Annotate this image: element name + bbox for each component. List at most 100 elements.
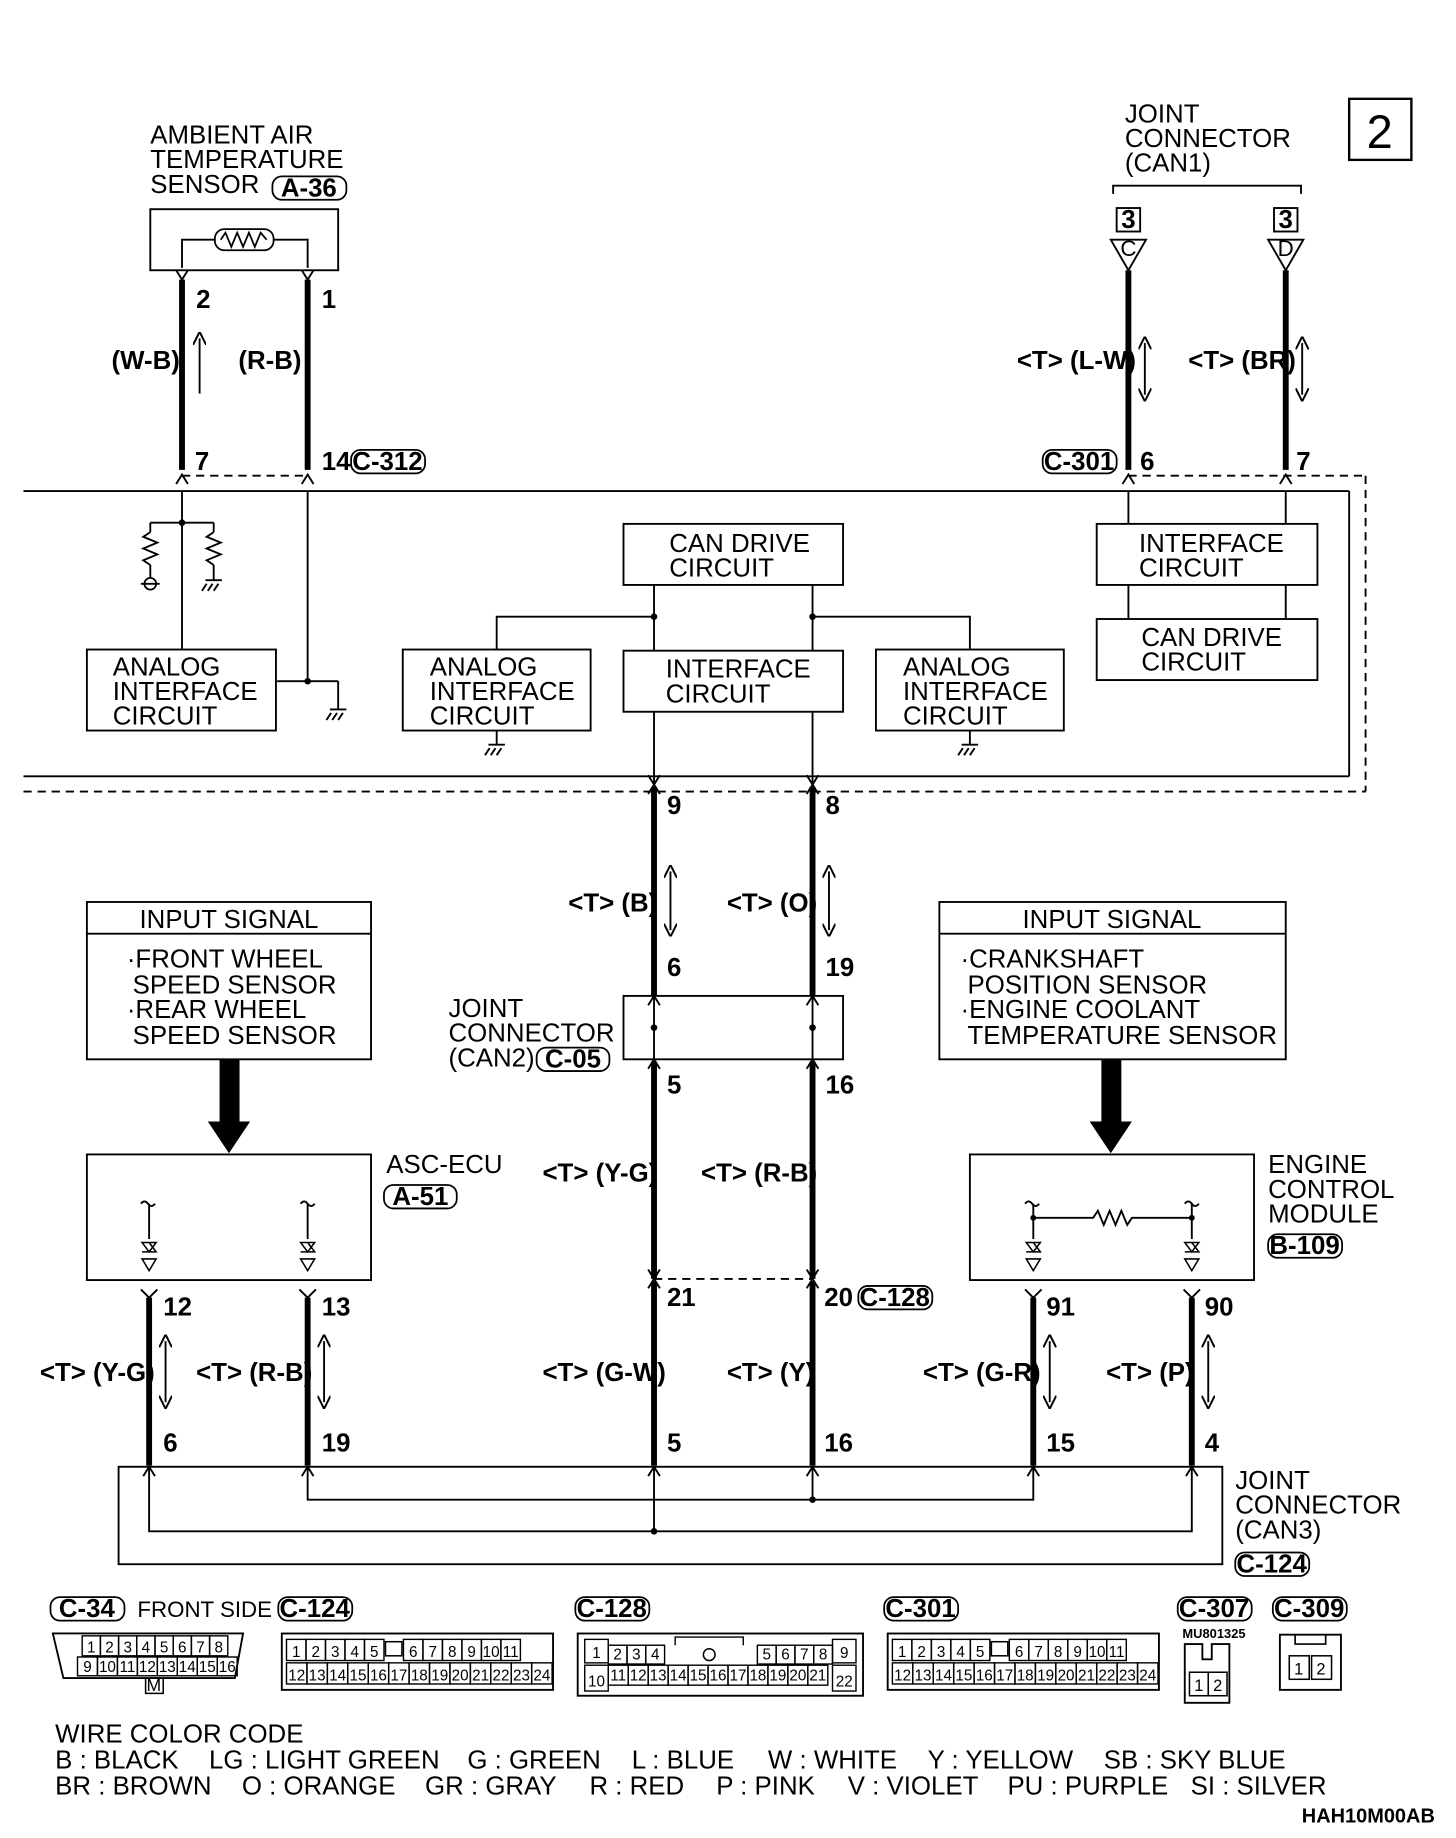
pin-number: 19 [431, 1667, 448, 1684]
pin-cell [1106, 1638, 1127, 1662]
pin-9: 9 [667, 792, 681, 820]
can3-label-line1: JOINT [1235, 1467, 1310, 1495]
pin-number: 13 [159, 1659, 176, 1676]
pin-number: 12 [894, 1667, 911, 1684]
termination-resistor-icon [1024, 1200, 1201, 1273]
wire-color-label: <T> (P) [1106, 1359, 1194, 1387]
pin-number: 13 [650, 1667, 667, 1684]
can3-label-line3: (CAN3) [1235, 1516, 1321, 1544]
analog-interface-circuit-mid-right [875, 648, 1065, 732]
pin-number: 2 [1316, 1661, 1325, 1679]
joint-connector-can1: JOINT CONNECTOR (CAN1) 3 C 3 D [1109, 100, 1305, 273]
pin-number: 1 [898, 1644, 906, 1661]
legend-entry: PU : PURPLE [1007, 1772, 1168, 1800]
pullup-resistor-icon [140, 522, 160, 591]
wire-color-label: <T> (Y-G) [40, 1359, 155, 1387]
pin-number: 16 [976, 1667, 993, 1684]
pin-number: 6 [409, 1644, 417, 1661]
pin-number: 4 [651, 1646, 660, 1663]
pin-number: 7 [428, 1644, 436, 1661]
pin-number: 18 [411, 1667, 428, 1684]
can-transceiver-icon [299, 1200, 317, 1273]
can1-label-line3: (CAN1) [1125, 150, 1211, 178]
pin-number: 1 [87, 1639, 95, 1656]
pin-cell [216, 1656, 238, 1677]
pin-number: 8 [1054, 1644, 1062, 1661]
pin-number: 10 [1089, 1644, 1106, 1661]
pin-number: 2 [1213, 1677, 1222, 1695]
input-signal-right: INPUT SIGNAL ·CRANKSHAFT POSITION SENSOR… [938, 901, 1287, 1061]
input-signal-item: SPEED SENSOR [133, 1022, 337, 1050]
box-text: CIRCUIT [669, 555, 774, 583]
pin-number: 17 [996, 1667, 1013, 1684]
ground-icon [484, 730, 505, 756]
pin-8: 8 [825, 792, 839, 820]
box-text: CAN DRIVE [669, 530, 810, 558]
can3-label-line2: CONNECTOR [1235, 1492, 1401, 1520]
wire-color-label: <T> (BR) [1188, 347, 1296, 375]
marker-number: 3 [1279, 206, 1293, 234]
sensor-label-line2: TEMPERATURE [150, 146, 343, 174]
connector-id-b109: B-109 [1269, 1232, 1339, 1260]
pin-cell [969, 1638, 991, 1662]
pin-1: 1 [322, 286, 336, 314]
pin-number: 3 [632, 1646, 640, 1663]
box-text: CIRCUIT [113, 703, 218, 731]
interface-circuit-center [622, 649, 845, 713]
wire-color-label: <T> (G-W) [542, 1359, 665, 1387]
pin-number: 1 [1194, 1677, 1203, 1695]
box-text: INTERFACE [430, 678, 575, 706]
pin-cell [831, 1638, 857, 1664]
pin-12: 12 [163, 1293, 192, 1321]
pin-number: 22 [1098, 1667, 1115, 1684]
signal-flow-arrow-icon [1089, 1059, 1132, 1154]
connector-view-label: C-301 [885, 1595, 955, 1623]
can-transceiver-icon [140, 1200, 158, 1273]
pin-6: 6 [163, 1429, 177, 1457]
pin-91: 91 [1046, 1293, 1075, 1321]
legend-entry: LG : LIGHT GREEN [209, 1747, 440, 1775]
input-signal-item: ·REAR WHEEL [127, 996, 306, 1024]
pin-number: 14 [329, 1667, 346, 1684]
pin-number: 16 [710, 1667, 727, 1684]
pin-number: 9 [840, 1645, 848, 1662]
connector-key: M [146, 1675, 161, 1695]
signal-flow-arrow-icon [207, 1059, 251, 1154]
pin-number: 15 [955, 1667, 972, 1684]
connector-view-label: C-124 [280, 1595, 351, 1623]
pin-number: 8 [448, 1644, 456, 1661]
pin-20: 20 [824, 1284, 853, 1312]
pin-4: 4 [1205, 1429, 1220, 1457]
connector-tag-c312 [350, 449, 426, 475]
input-signal-item: TEMPERATURE SENSOR [968, 1022, 1277, 1050]
pin-number: 19 [769, 1667, 786, 1684]
joint-connector-can2: JOINT CONNECTOR (CAN2) C-05 [449, 994, 845, 1074]
legend-entry: G : GREEN [467, 1747, 600, 1775]
pin-number: 4 [350, 1644, 359, 1661]
pin-number: 9 [1073, 1644, 1081, 1661]
pin-number: 17 [729, 1667, 746, 1684]
can2-label-line2: CONNECTOR [449, 1020, 615, 1048]
can-drive-circuit-center [622, 522, 845, 586]
pin-number: 7 [1034, 1644, 1042, 1661]
connector-tag-c128 [857, 1285, 934, 1311]
pin-15: 15 [1046, 1429, 1075, 1457]
junction-marker-icon [1266, 238, 1305, 273]
connector-id-a51: A-51 [392, 1183, 448, 1211]
pin-number: 13 [309, 1667, 326, 1684]
pin-number: 6 [1015, 1644, 1023, 1661]
connector-tag-c301 [1041, 449, 1118, 475]
connector-tag-c05 [535, 1046, 611, 1072]
wire-color-label: <T> (R-B) [196, 1359, 312, 1387]
can1-label-line1: JOINT [1125, 100, 1200, 128]
wire-color-label: <T> (R-B) [701, 1159, 817, 1187]
pin-number: 21 [809, 1667, 826, 1684]
pin-number: 5 [763, 1646, 771, 1663]
pin-number: 10 [99, 1659, 116, 1676]
input-signal-header: INPUT SIGNAL [139, 906, 318, 934]
pin-cell [645, 1644, 666, 1665]
pin-number: 3 [123, 1639, 131, 1656]
legend-entry: B : BLACK [55, 1747, 178, 1775]
pin-number: 24 [1139, 1667, 1156, 1684]
